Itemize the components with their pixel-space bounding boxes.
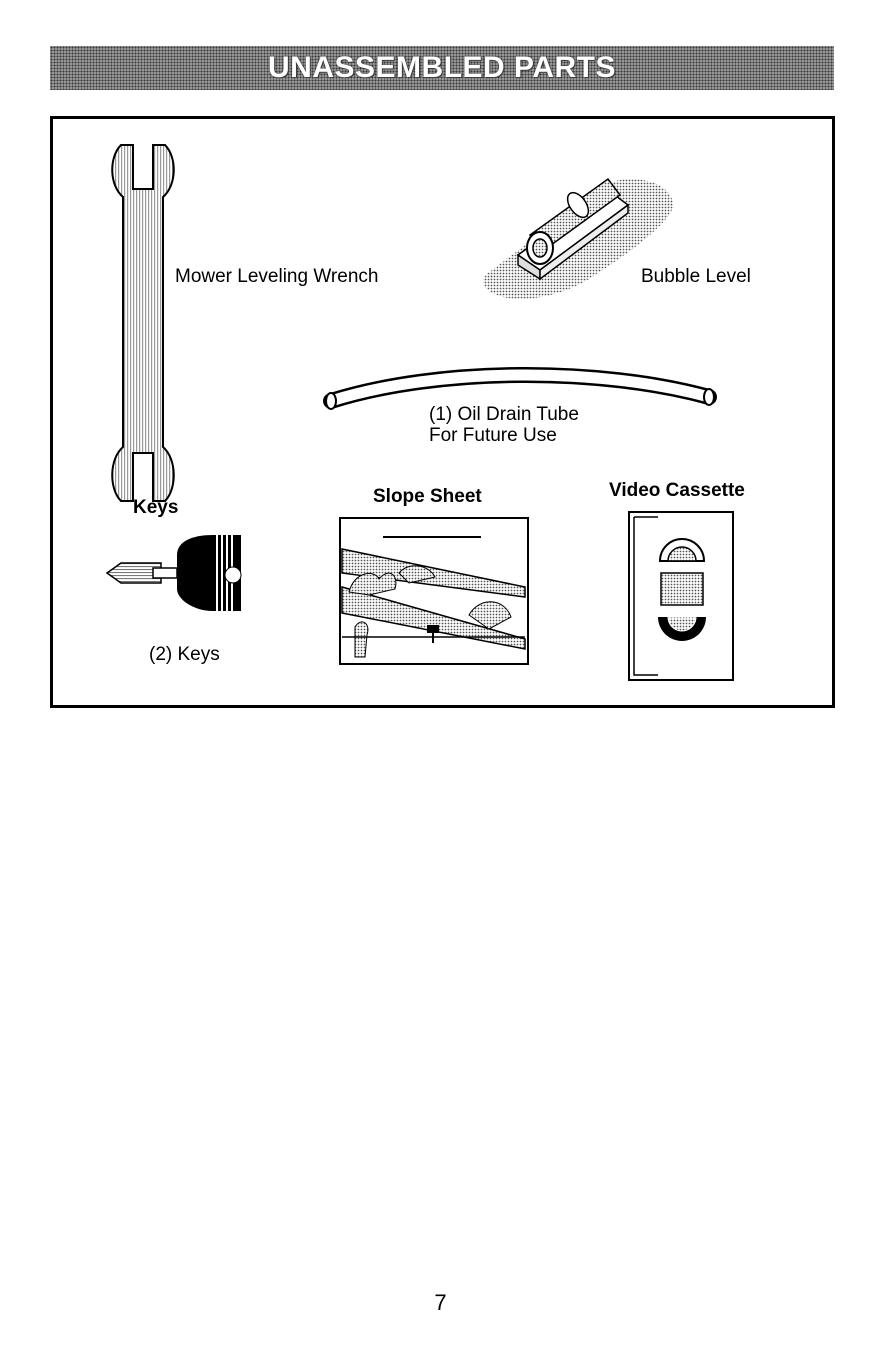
- key-icon: [103, 533, 273, 613]
- parts-panel: Mower Leveling Wrench Bubble Level (1) O…: [50, 116, 835, 708]
- page-number: 7: [0, 1290, 881, 1316]
- section-banner: UNASSEMBLED PARTS: [50, 46, 834, 90]
- keys-caption: (2) Keys: [149, 645, 220, 666]
- slope-sheet-icon: [339, 517, 529, 665]
- wrench-icon: [103, 141, 183, 503]
- slope-sheet-heading: Slope Sheet: [373, 487, 482, 508]
- keys-heading: Keys: [133, 498, 178, 519]
- tube-label-line2: For Future Use: [429, 426, 557, 447]
- wrench-label: Mower Leveling Wrench: [175, 267, 378, 288]
- section-title: UNASSEMBLED PARTS: [268, 51, 616, 85]
- video-cassette-heading: Video Cassette: [609, 481, 745, 502]
- bubble-level-label: Bubble Level: [641, 267, 751, 288]
- cassette-icon: [628, 511, 734, 681]
- tube-label-line1: (1) Oil Drain Tube: [429, 405, 579, 426]
